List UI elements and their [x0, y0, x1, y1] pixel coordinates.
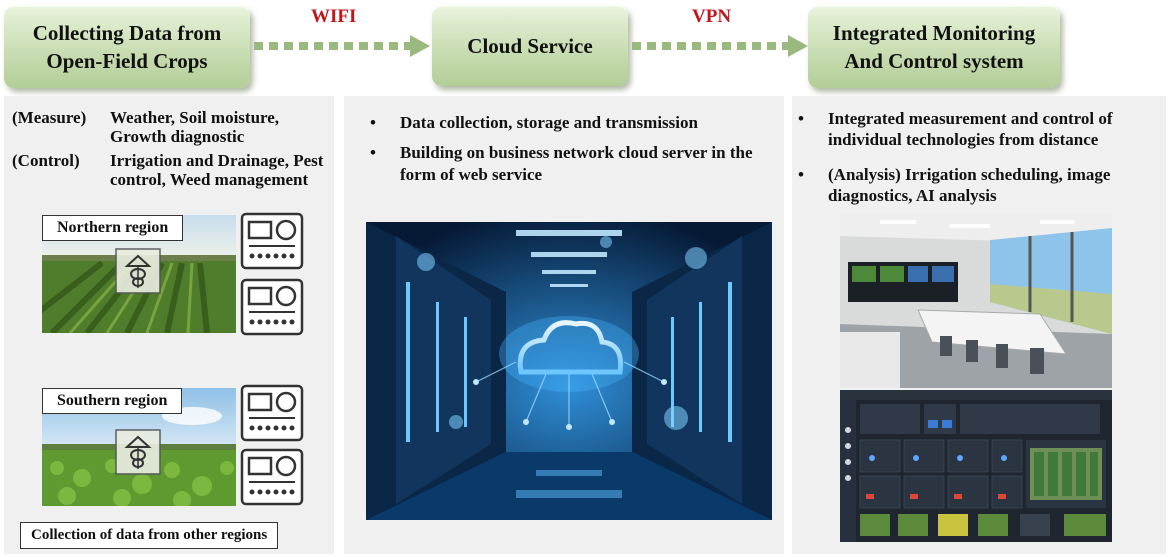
- southern-region-label: Southern region: [42, 388, 183, 414]
- cloud-bullet-2: Building on business network cloud serve…: [366, 142, 766, 186]
- monitoring-dashboard-screenshot: [840, 390, 1112, 542]
- southern-controller-2-icon: [240, 448, 304, 506]
- southern-sensor-icon: [115, 429, 161, 475]
- control-text: Irrigation and Drainage, Pest control, W…: [110, 151, 324, 189]
- data-center-image: [366, 222, 772, 520]
- cloud-bullet-1: Data collection, storage and transmissio…: [366, 112, 766, 134]
- northern-sensor-icon: [115, 248, 161, 294]
- wifi-label: WIFI: [311, 6, 357, 27]
- control-tag: (Control): [12, 151, 80, 170]
- integrated-monitoring-header-text: Integrated Monitoring And Control system: [832, 21, 1036, 73]
- cloud-service-header-text: Cloud Service: [467, 34, 593, 58]
- integrated-bullet-2: (Analysis) Irrigation scheduling, image …: [794, 164, 1164, 206]
- measure-tag: (Measure): [12, 108, 87, 127]
- vpn-label: VPN: [692, 6, 732, 27]
- measure-text: Weather, Soil moisture, Growth diagnosti…: [110, 108, 280, 146]
- integrated-monitoring-bullets: Integrated measurement and control of in…: [794, 108, 1164, 214]
- cloud-service-bullets: Data collection, storage and transmissio…: [366, 112, 766, 194]
- collecting-data-header: Collecting Data from Open-Field Crops: [4, 6, 250, 88]
- vpn-connector-arrow: [632, 35, 808, 57]
- northern-controller-2-icon: [240, 278, 304, 336]
- control-room-photo: [840, 214, 1112, 388]
- cloud-service-header: Cloud Service: [432, 6, 628, 86]
- integrated-bullet-1: Integrated measurement and control of in…: [794, 108, 1164, 150]
- other-regions-label: Collection of data from other regions: [20, 522, 279, 549]
- integrated-monitoring-header: Integrated Monitoring And Control system: [808, 6, 1060, 88]
- northern-controller-1-icon: [240, 212, 304, 270]
- wifi-connector-arrow: [254, 35, 430, 57]
- northern-region-label: Northern region: [42, 215, 184, 241]
- collecting-data-header-text: Collecting Data from Open-Field Crops: [32, 21, 222, 73]
- southern-controller-1-icon: [240, 384, 304, 442]
